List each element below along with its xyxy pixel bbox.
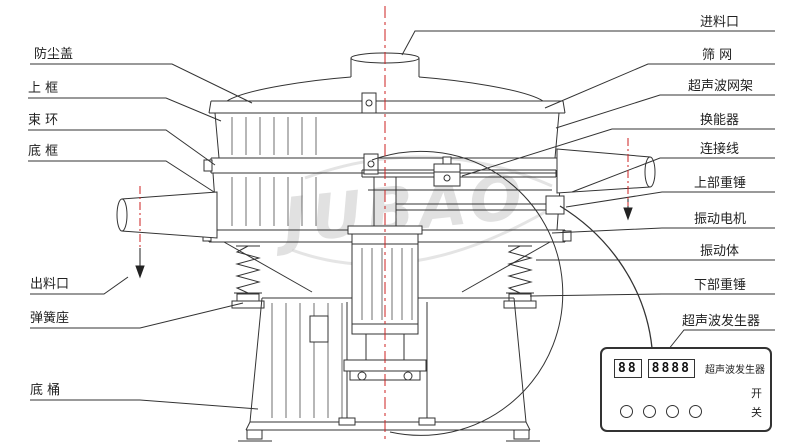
power-switch-labels: 开 关 bbox=[751, 385, 762, 420]
leader-spring-seat bbox=[30, 302, 244, 329]
label-vibration-motor: 振动电机 bbox=[694, 212, 747, 227]
leader-feed-inlet bbox=[401, 30, 775, 56]
label-dust-cover: 防尘盖 bbox=[34, 47, 74, 62]
label-discharge-outlet: 出料口 bbox=[30, 277, 70, 292]
leader-upper-frame bbox=[28, 97, 222, 122]
power-on-label: 开 bbox=[751, 387, 762, 400]
leader-ultrasonic-generator bbox=[667, 329, 775, 351]
motor-assembly bbox=[343, 177, 565, 381]
generator-button bbox=[643, 405, 656, 418]
leader-upper-weight bbox=[565, 191, 775, 208]
label-bottom-frame: 底 框 bbox=[28, 144, 59, 159]
lower-cone bbox=[223, 241, 551, 293]
label-upper-weight: 上部重锤 bbox=[694, 176, 747, 191]
power-off-label: 关 bbox=[751, 406, 762, 419]
upper-frame bbox=[214, 112, 560, 159]
ultrasonic-generator-box: 88 8888 超声波发生器 开 关 bbox=[600, 347, 772, 432]
dust-cover bbox=[208, 76, 566, 114]
discharge-outlet-spout bbox=[116, 191, 218, 239]
label-vibration-body: 振动体 bbox=[700, 244, 740, 259]
leader-base-drum bbox=[30, 399, 259, 410]
machine-feet bbox=[238, 429, 540, 442]
spring-right bbox=[503, 245, 537, 309]
leader-lines bbox=[28, 30, 775, 410]
leader-dust-cover bbox=[30, 63, 253, 104]
label-ultrasonic-mesh-frame: 超声波网架 bbox=[688, 79, 754, 94]
generator-buttons bbox=[620, 405, 702, 418]
leader-discharge-outlet bbox=[30, 276, 129, 295]
leader-bottom-frame bbox=[28, 160, 215, 193]
generator-display: 88 8888 bbox=[614, 359, 695, 378]
leader-connecting-cable bbox=[571, 157, 775, 193]
clamp-ring bbox=[203, 153, 571, 175]
leader-clamp-ring bbox=[28, 129, 216, 166]
leader-transducer bbox=[461, 128, 775, 177]
leader-screen-mesh bbox=[544, 63, 775, 109]
leader-vibration-motor bbox=[551, 227, 775, 234]
flow-arrows bbox=[135, 198, 633, 279]
label-lower-weight: 下部重锤 bbox=[694, 278, 747, 293]
right-outlet-spout bbox=[556, 148, 656, 194]
generator-button bbox=[666, 405, 679, 418]
display-digits-right: 8888 bbox=[647, 359, 695, 378]
generator-label: 超声波发生器 bbox=[705, 365, 765, 376]
connecting-cable bbox=[559, 205, 653, 349]
leader-lower-weight bbox=[529, 293, 775, 297]
spring-left bbox=[231, 245, 265, 309]
generator-button bbox=[620, 405, 633, 418]
label-connecting-cable: 连接线 bbox=[700, 142, 740, 157]
generator-button bbox=[689, 405, 702, 418]
label-upper-frame: 上 框 bbox=[28, 81, 59, 96]
label-spring-seat: 弹簧座 bbox=[30, 311, 70, 326]
label-ultrasonic-generator: 超声波发生器 bbox=[682, 314, 761, 329]
leader-ultrasonic-mesh-frame bbox=[555, 94, 775, 129]
label-transducer: 换能器 bbox=[700, 113, 740, 128]
cutaway-arc bbox=[371, 150, 564, 436]
centerlines bbox=[139, 6, 629, 442]
label-feed-inlet: 进料口 bbox=[700, 15, 740, 30]
transducer bbox=[433, 156, 461, 187]
label-base-drum: 底 桶 bbox=[30, 383, 61, 398]
label-screen-mesh: 筛 网 bbox=[702, 48, 733, 63]
display-digits-left: 88 bbox=[614, 359, 642, 378]
label-clamp-ring: 束 环 bbox=[28, 113, 59, 128]
